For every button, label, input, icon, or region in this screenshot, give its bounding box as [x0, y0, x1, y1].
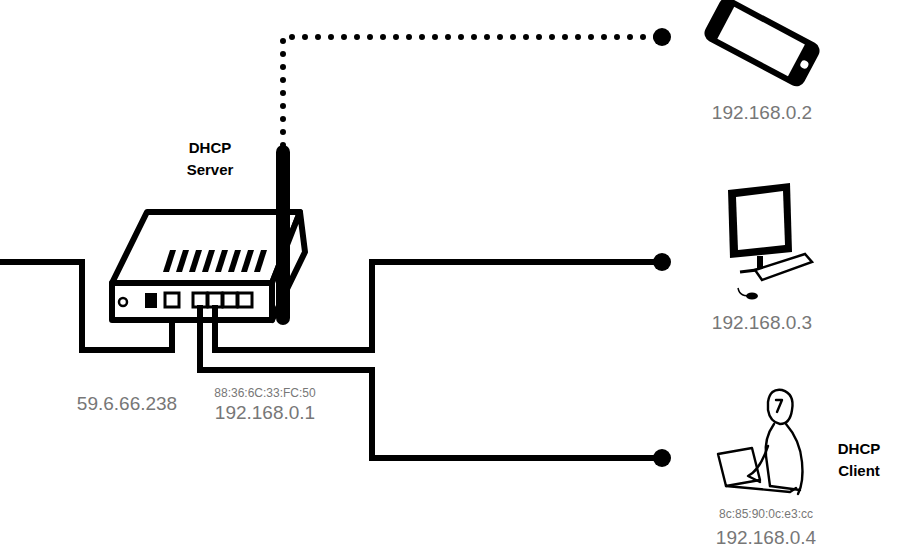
phone-icon — [701, 0, 822, 89]
client-person-icon — [718, 390, 803, 494]
ethernet-cable — [215, 262, 662, 350]
ip-address: 192.168.0.2 — [662, 101, 862, 125]
wan-ip-label: 59.6.66.238 — [52, 393, 202, 415]
wireless-link — [283, 37, 662, 145]
mac-address: 88:36:6C:33:FC:50 — [165, 385, 365, 401]
ip-address: 192.168.0.1 — [165, 401, 365, 425]
client-node: DHCP Client 8c:85:90:0c:e3:cc 192.168.0.4 — [662, 380, 898, 555]
node-heading: DHCP Client — [824, 438, 894, 482]
ip-address: 192.168.0.3 — [662, 311, 862, 335]
computer-node: 192.168.0.3 — [662, 180, 832, 340]
phone-node: 192.168.0.2 — [662, 5, 832, 130]
computer-icon — [728, 183, 812, 300]
ethernet-cable — [200, 305, 662, 458]
node-heading: DHCP Server — [180, 137, 240, 181]
ip-address: 192.168.0.4 — [666, 526, 866, 550]
mac-address: 8c:85:90:0c:e3:cc — [666, 506, 866, 522]
router-node: DHCP Server88:36:6C:33:FC:50192.168.0.1 — [110, 145, 315, 305]
